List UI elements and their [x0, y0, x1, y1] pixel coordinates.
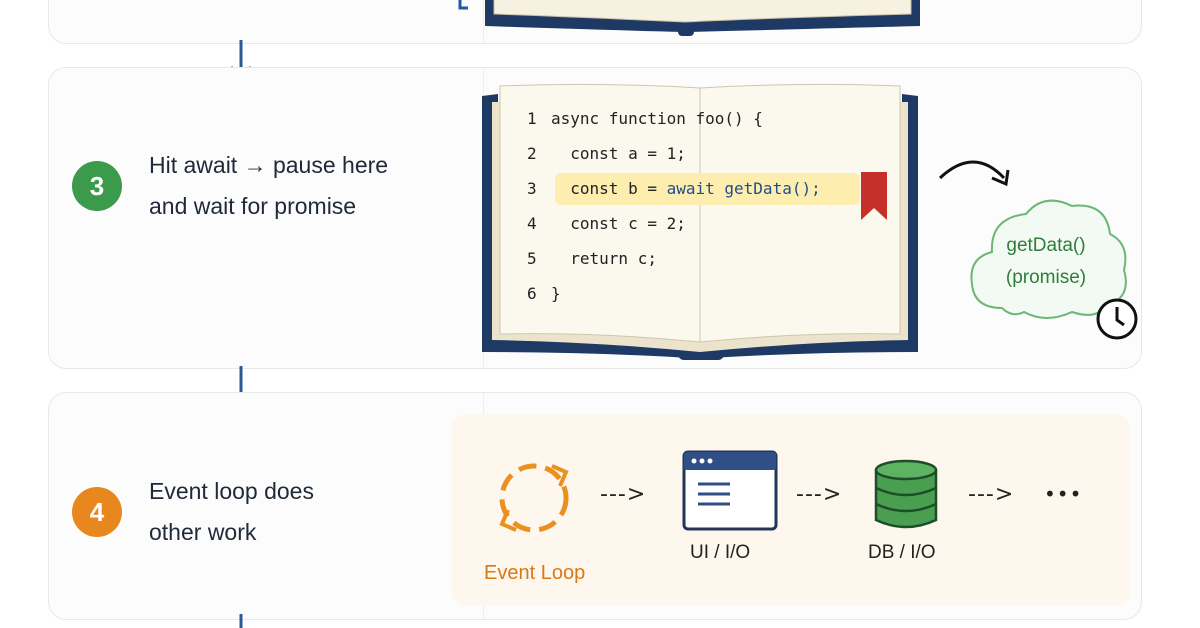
down-arrow-icon [239, 614, 243, 628]
promise-label-line: (promise) [1005, 267, 1087, 288]
card-divider [483, 0, 484, 43]
database-icon [874, 459, 938, 529]
dashed-arrow-icon: ---> [968, 482, 1015, 507]
bookmark-icon [861, 172, 887, 220]
highlighted-code-line [555, 173, 860, 205]
db-io-label: DB / I/O [868, 542, 936, 563]
step-description-line: other work [149, 519, 257, 545]
curved-arrow-icon [938, 160, 1010, 187]
clock-icon [1096, 298, 1138, 340]
step-3: 3 Hit await → pause here and wait for pr… [72, 145, 388, 227]
step-description: Event loop does other work [149, 471, 314, 553]
step-4: 4 Event loop does other work [72, 471, 314, 553]
line-number: 5 [527, 249, 537, 268]
code-text: const a = 1; [551, 144, 686, 163]
code-text: const c = 2; [551, 214, 686, 233]
line-number: 4 [527, 214, 537, 233]
code-text: } [551, 284, 561, 303]
code-text: const b = [551, 179, 667, 198]
step-description-line: Hit await → pause here [149, 152, 389, 178]
code-text: async function foo() { [551, 109, 763, 128]
event-loop-label: Event Loop [484, 562, 586, 584]
code-line-await: 3 const b = await getData(); [527, 174, 821, 204]
code-line: 5 return c; [527, 244, 657, 274]
line-number: 2 [527, 144, 537, 163]
step-number-badge: 3 [72, 161, 122, 211]
line-number: 6 [527, 284, 537, 303]
code-line: 4 const c = 2; [527, 209, 686, 239]
code-text: getData(); [714, 179, 821, 198]
code-line: 1 async function foo() { [527, 104, 763, 134]
open-book-icon [482, 83, 918, 360]
ellipsis-icon: ••• [1044, 482, 1083, 506]
promise-cloud-icon [970, 199, 1127, 319]
step-description-line: and wait for promise [149, 193, 357, 219]
promise-label-line: getData() [1006, 235, 1086, 256]
step-description-line: Event loop does [149, 478, 314, 504]
open-book-icon-top [458, 0, 920, 36]
dashed-arrow-icon: ---> [796, 482, 843, 507]
ui-io-label: UI / I/O [690, 542, 751, 563]
code-line: 6} [527, 279, 561, 309]
promise-label: getData() (promise) [966, 230, 1126, 294]
line-number: 1 [527, 109, 537, 128]
line-number: 3 [527, 179, 537, 198]
await-keyword: await [666, 179, 715, 198]
event-loop-icon [499, 463, 569, 533]
dashed-arrow-icon: ---> [600, 482, 647, 507]
code-text: return c; [551, 249, 657, 268]
code-line: 2 const a = 1; [527, 139, 686, 169]
step-number-badge: 4 [72, 487, 122, 537]
step-description: Hit await → pause here and wait for prom… [149, 145, 388, 227]
ui-window-icon [682, 450, 778, 531]
